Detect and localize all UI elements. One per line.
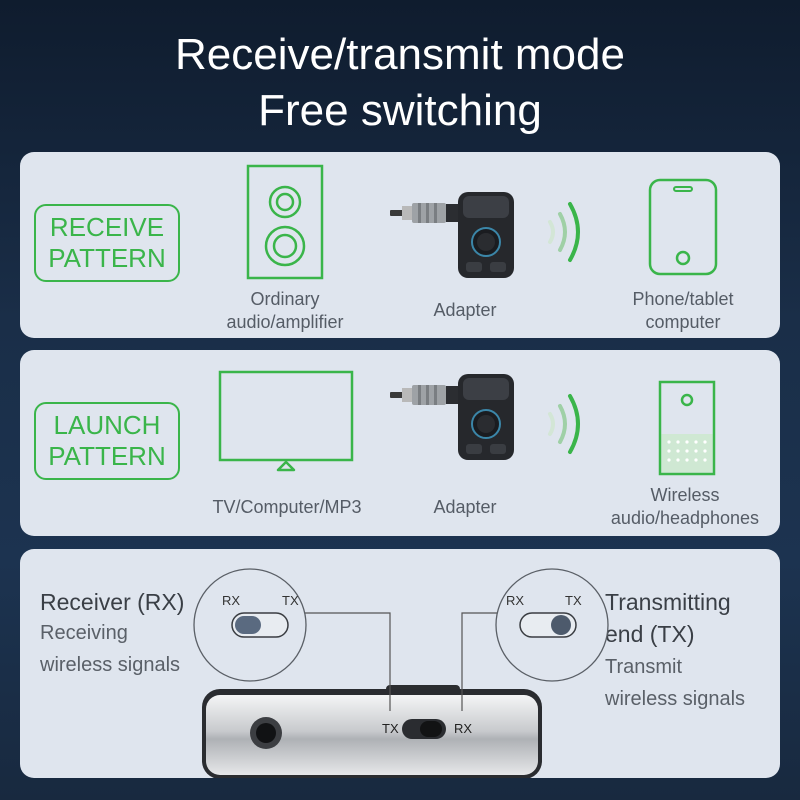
left-circle-rx-label: RX	[222, 593, 241, 608]
receiver-subtitle-1: Receiving	[40, 622, 128, 644]
receive-source-caption: Ordinary audio/amplifier	[226, 289, 344, 332]
headline-line-1: Receive/transmit mode	[175, 30, 625, 79]
wireless-signal-icon	[548, 202, 580, 262]
phone-icon	[648, 178, 718, 276]
speaker-icon	[246, 164, 324, 280]
receiver-subtitle-2: wireless signals	[40, 654, 181, 676]
receive-pattern-panel: RECEIVE PATTERN Ordinary audio/amplifier…	[20, 152, 780, 338]
right-circle-rx-label: RX	[506, 593, 525, 608]
transmitter-title-1: Transmitting	[605, 589, 731, 615]
receive-pattern-label-1: RECEIVE	[49, 212, 165, 242]
mode-switch-panel: Receiver (RX) Receiving wireless signals…	[20, 549, 780, 778]
launch-pattern-badge: LAUNCH PATTERN	[34, 402, 180, 480]
receiver-title: Receiver (RX)	[40, 589, 185, 615]
device-tx-label: TX	[382, 721, 399, 736]
receiver-switch-knob	[235, 616, 261, 634]
launch-pattern-label-1: LAUNCH	[53, 410, 161, 440]
receive-pattern-label-2: PATTERN	[48, 243, 166, 273]
launch-pattern-panel: LAUNCH PATTERN TV/Computer/MP3 Adapter	[20, 350, 780, 536]
launch-pattern-label-2: PATTERN	[48, 441, 166, 471]
adapter-device-icon	[390, 374, 514, 460]
receive-target-caption: Phone/tablet computer	[632, 289, 734, 332]
receive-pattern-badge: RECEIVE PATTERN	[34, 204, 180, 282]
transmitter-subtitle-1: Transmit	[605, 656, 683, 678]
receive-adapter-caption: Adapter	[433, 300, 497, 320]
device-rx-label: RX	[454, 721, 473, 736]
launch-target-caption: Wireless audio/headphones	[610, 485, 760, 528]
headline-line-2: Free switching	[258, 86, 542, 135]
wireless-signal-icon	[548, 394, 580, 454]
launch-source-caption: TV/Computer/MP3	[212, 497, 362, 517]
transmitter-subtitle-2: wireless signals	[605, 688, 746, 710]
adapter-device-icon	[390, 192, 514, 278]
right-circle-tx-label: TX	[565, 593, 582, 608]
tv-monitor-icon	[218, 370, 354, 472]
launch-adapter-caption: Adapter	[433, 497, 497, 517]
transmitter-switch-knob	[551, 615, 571, 635]
transmitter-title-2: end (TX)	[605, 621, 695, 647]
switch-diagram	[193, 568, 609, 778]
wireless-speaker-icon	[658, 380, 716, 476]
left-circle-tx-label: TX	[282, 593, 299, 608]
